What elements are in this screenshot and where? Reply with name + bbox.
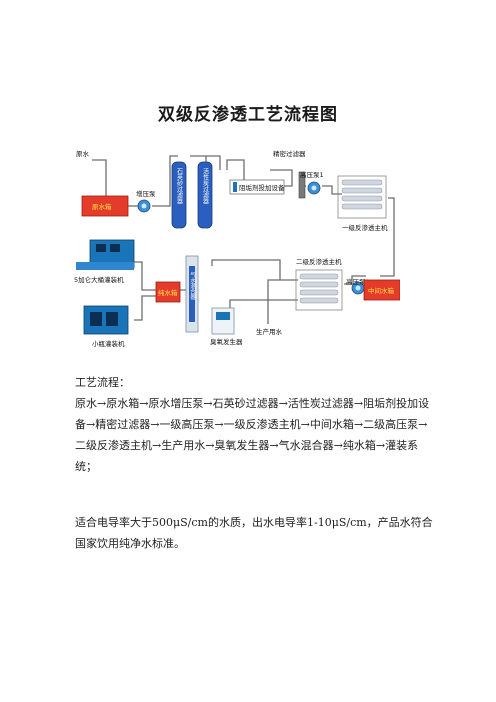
quality-note-text: 适合电导率大于500μS/cm的水质，出水电导率1-10μS/cm，产品水符合国… <box>75 516 433 550</box>
raw-water-label: 原水 <box>76 149 90 158</box>
ro2-label: 二级反渗透主机 <box>296 257 342 266</box>
hp-pump1-label: 高压泵1 <box>300 170 324 179</box>
bottle-filling-machine: 小瓶灌装机 <box>83 305 129 348</box>
high-pressure-pump-1: 高压泵1 <box>300 170 324 195</box>
process-flow-text: 原水→原水箱→原水增压泵→石英砂过滤器→活性炭过滤器→阻垢剂投加设备→精密过滤器… <box>75 397 430 473</box>
quartz-sand-filter: 石英砂过滤器 <box>171 161 187 229</box>
quality-note: 适合电导率大于500μS/cm的水质，出水电导率1-10μS/cm，产品水符合国… <box>75 512 435 554</box>
quartz-filter-label: 石英砂过滤器 <box>176 168 183 205</box>
hp-pump2-label: 高压泵2 <box>346 277 370 286</box>
pure-tank-label: 纯水箱 <box>158 288 178 297</box>
antiscalant-label: 阻垢剂投加设备 <box>239 183 285 192</box>
process-flow-diagram: 原水 原水箱 增压泵 石英砂过滤器 活性炭过滤器 阻垢剂投加设备 精密过滤器 高… <box>74 149 400 348</box>
barrel-filler-label: 5加仑大桶灌装机 <box>74 275 124 284</box>
precision-filter-label: 精密过滤器 <box>273 149 306 158</box>
carbon-filter-label: 活性炭过滤器 <box>202 167 209 205</box>
high-pressure-pump-2: 高压泵2 <box>346 277 370 295</box>
page-title: 双级反渗透工艺流程图 <box>158 105 338 125</box>
boost-pump-label: 增压泵 <box>136 189 156 198</box>
process-heading: 工艺流程： <box>75 376 130 389</box>
production-water-label: 生产用水 <box>256 327 283 336</box>
boost-pump: 增压泵 <box>136 189 156 213</box>
ozone-label: 臭氧发生器 <box>210 337 243 346</box>
ro1-label: 一级反渗透主机 <box>342 223 388 232</box>
mixer-label: 气水混合器 <box>189 271 196 301</box>
raw-water-tank: 原水箱 <box>81 195 129 217</box>
carbon-filter: 活性炭过滤器 <box>197 161 213 229</box>
antiscalant-dosing-unit: 阻垢剂投加设备 <box>229 179 285 195</box>
bottle-filler-label: 小瓶灌装机 <box>92 339 125 348</box>
process-description: 工艺流程： 原水→原水箱→原水增压泵→石英砂过滤器→活性炭过滤器→阻垢剂投加设备… <box>75 372 435 477</box>
secondary-ro-unit: 二级反渗透主机 <box>295 257 343 311</box>
precision-filter: 精密过滤器 <box>273 149 306 199</box>
mid-tank-label: 中间水箱 <box>368 286 395 295</box>
raw-tank-label: 原水箱 <box>92 202 112 211</box>
intermediate-water-tank: 中间水箱 <box>363 279 400 301</box>
barrel-filling-machine: 5加仑大桶灌装机 <box>74 239 135 284</box>
primary-ro-unit: 一级反渗透主机 <box>337 175 388 232</box>
gas-water-mixer: 气水混合器 <box>185 255 199 333</box>
pure-water-tank: 纯水箱 <box>155 281 181 303</box>
ozone-generator: 臭氧发生器 <box>210 307 243 346</box>
